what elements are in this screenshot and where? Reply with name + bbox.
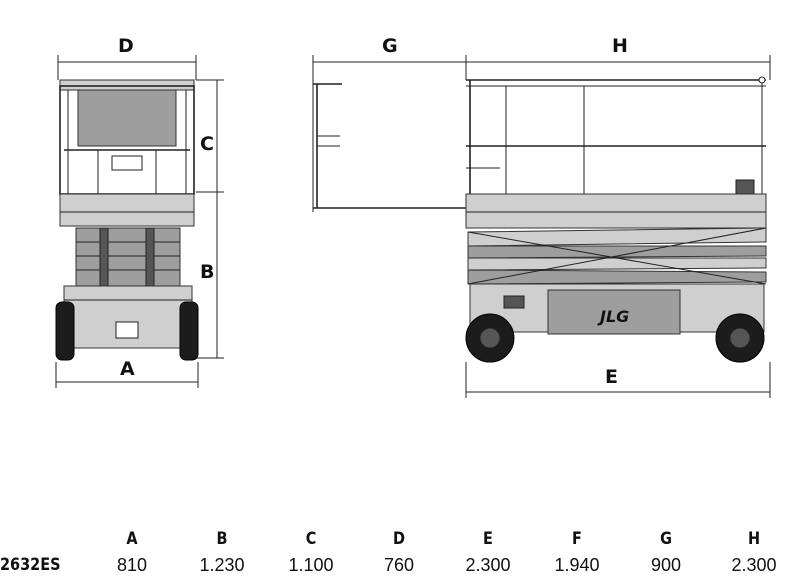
- col-header-b: B: [216, 529, 228, 549]
- value-h: 2.300: [731, 555, 777, 575]
- spec-table-header: A B C D E F G H: [0, 526, 800, 552]
- value-d: 760: [383, 555, 415, 575]
- front-view: D C B: [55, 35, 224, 388]
- value-a: 810: [116, 555, 148, 575]
- dim-label-g: G: [382, 35, 398, 57]
- dim-label-h: H: [612, 35, 628, 57]
- col-header-e: E: [483, 529, 493, 549]
- col-header-h: H: [747, 529, 761, 549]
- spec-table: A B C D E F G H 2632ES 810 1.230 1.100 7…: [0, 522, 800, 580]
- value-e: 2.300: [465, 555, 511, 575]
- col-header-a: A: [126, 529, 138, 549]
- dim-label-b: B: [200, 261, 214, 283]
- scissor-lift-dimension-drawing: D C B: [55, 35, 771, 398]
- value-f: 1.940: [554, 555, 600, 575]
- dim-label-c: C: [200, 133, 214, 155]
- dim-label-a: A: [120, 358, 135, 380]
- jlg-logo: JLG: [597, 307, 629, 326]
- col-header-f: F: [572, 529, 582, 549]
- dim-label-e: E: [605, 366, 618, 388]
- value-g: 900: [650, 555, 682, 575]
- value-c: 1.100: [288, 555, 334, 575]
- value-b: 1.230: [199, 555, 245, 575]
- table-row: 2632ES 810 1.230 1.100 760 2.300 1.940 9…: [0, 552, 800, 578]
- side-view: G H JLG: [312, 35, 771, 398]
- model-name: 2632ES: [0, 555, 61, 575]
- col-header-g: G: [660, 529, 672, 549]
- dim-label-d: D: [118, 35, 134, 57]
- col-header-c: C: [305, 529, 317, 549]
- col-header-d: D: [392, 529, 406, 549]
